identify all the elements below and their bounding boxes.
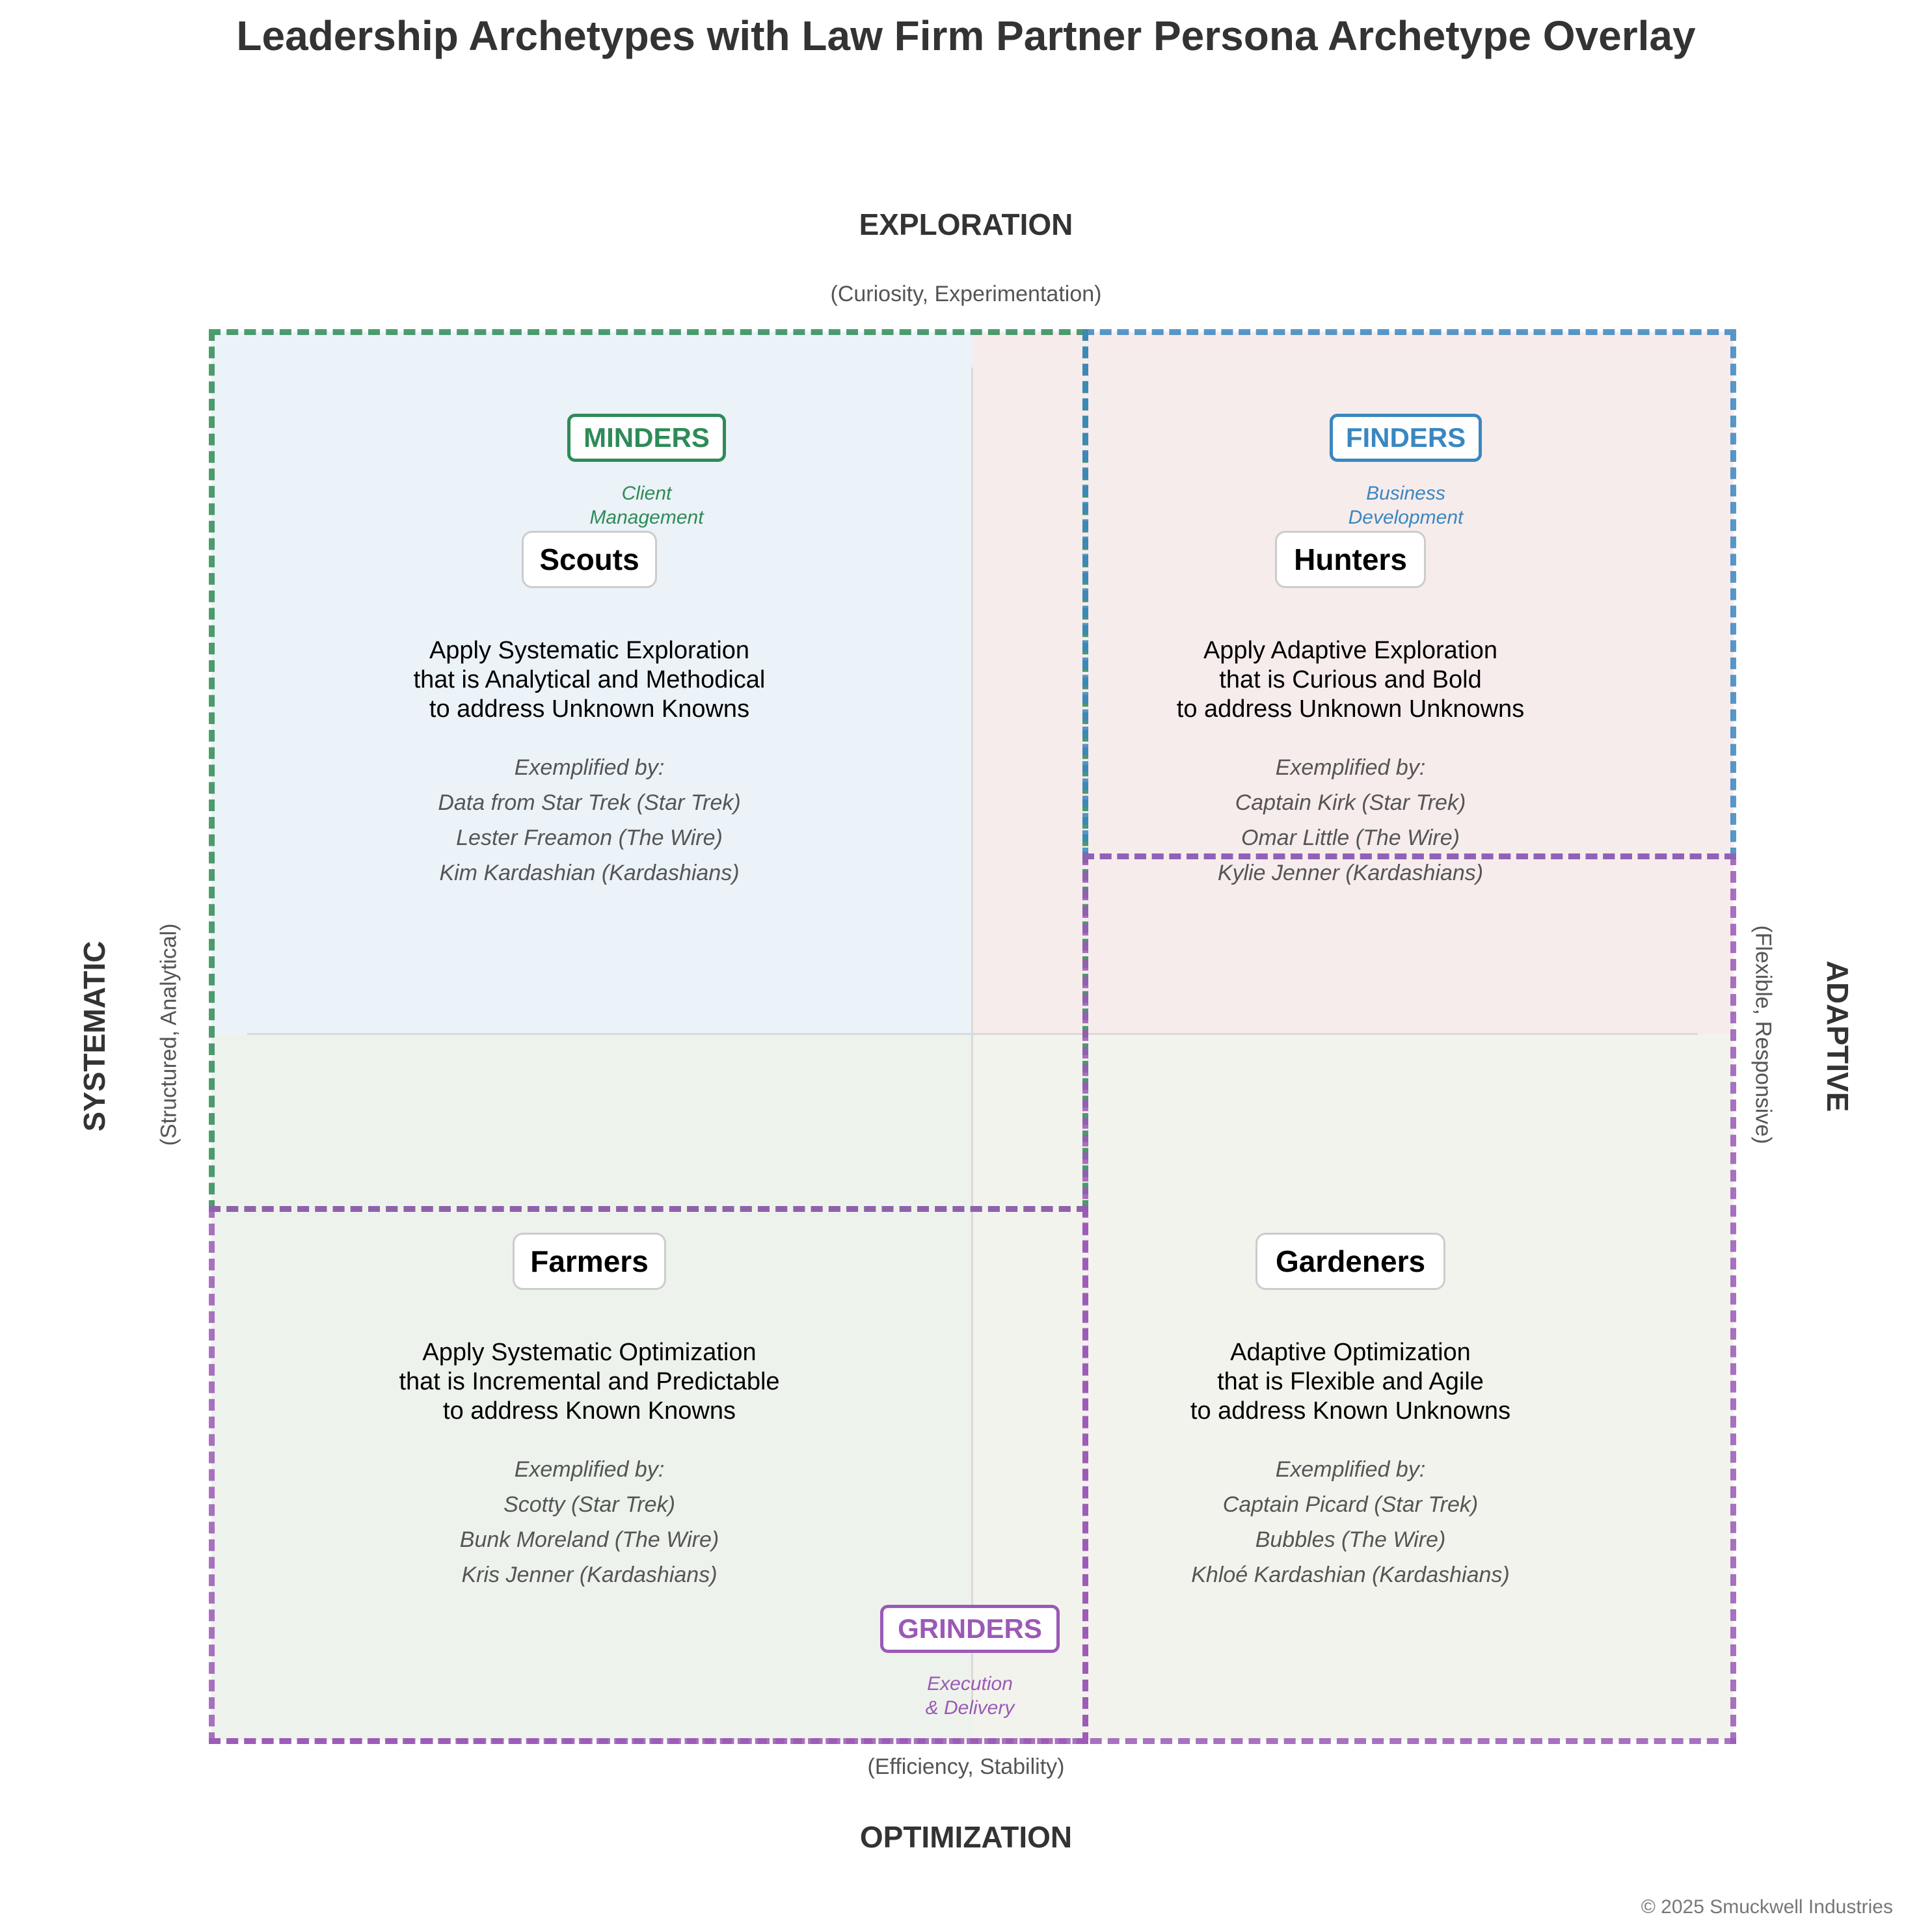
grinders-overlay-base bbox=[209, 1738, 1736, 1744]
axis-right-sub: (Flexible, Responsive) bbox=[1751, 925, 1776, 1144]
grinders-sub: Execution & Delivery bbox=[872, 1672, 1067, 1720]
horizontal-divider bbox=[247, 1033, 1698, 1035]
hunters-desc-line2: that is Curious and Bold bbox=[1219, 666, 1482, 693]
grinders-overlay-right bbox=[1082, 853, 1736, 1744]
farmers-examples-header: Exemplified by: bbox=[514, 1457, 665, 1482]
farmers-examples: Exemplified by: Scotty (Star Trek) Bunk … bbox=[329, 1452, 850, 1592]
gardeners-desc-line3: to address Known Unknowns bbox=[1190, 1397, 1511, 1425]
hunters-examples-header: Exemplified by: bbox=[1275, 755, 1426, 780]
scouts-desc-line1: Apply Systematic Exploration bbox=[429, 637, 750, 664]
page-title: Leadership Archetypes with Law Firm Part… bbox=[236, 12, 1696, 59]
copyright-notice: © 2025 Smuckwell Industries bbox=[1641, 1896, 1893, 1918]
scouts-examples: Exemplified by: Data from Star Trek (Sta… bbox=[329, 750, 850, 891]
grinders-badge: GRINDERS bbox=[880, 1605, 1060, 1653]
axis-top-label: EXPLORATION bbox=[859, 208, 1073, 241]
quadrant-farmers bbox=[211, 1034, 973, 1740]
gardeners-desc-line2: that is Flexible and Agile bbox=[1217, 1368, 1484, 1395]
hunters-example: Kylie Jenner (Kardashians) bbox=[1217, 861, 1484, 885]
scouts-example: Kim Kardashian (Kardashians) bbox=[439, 861, 740, 885]
hunters-desc-line1: Apply Adaptive Exploration bbox=[1203, 637, 1498, 664]
scouts-title: Scouts bbox=[522, 531, 657, 588]
hunters-description: Apply Adaptive Exploration that is Curio… bbox=[1090, 636, 1611, 724]
gardeners-examples-header: Exemplified by: bbox=[1275, 1457, 1426, 1482]
gardeners-example: Bubbles (The Wire) bbox=[1255, 1527, 1446, 1552]
finders-sub: Business Development bbox=[1308, 481, 1503, 530]
gardeners-examples: Exemplified by: Captain Picard (Star Tre… bbox=[1090, 1452, 1611, 1592]
grinders-sub-line1: Execution bbox=[927, 1673, 1013, 1695]
axis-right-label: ADAPTIVE bbox=[1821, 960, 1855, 1112]
axis-top-sub: (Curiosity, Experimentation) bbox=[830, 282, 1102, 306]
farmers-example: Scotty (Star Trek) bbox=[503, 1492, 675, 1517]
hunters-example: Omar Little (The Wire) bbox=[1241, 825, 1460, 850]
gardeners-desc-line1: Adaptive Optimization bbox=[1230, 1339, 1471, 1366]
farmers-desc-line1: Apply Systematic Optimization bbox=[422, 1339, 757, 1366]
quadrant-gardeners bbox=[973, 1034, 1734, 1740]
gardeners-example: Captain Picard (Star Trek) bbox=[1222, 1492, 1479, 1517]
axis-left-sub: (Structured, Analytical) bbox=[156, 923, 181, 1146]
farmers-example: Kris Jenner (Kardashians) bbox=[461, 1563, 718, 1587]
scouts-example: Lester Freamon (The Wire) bbox=[456, 825, 723, 850]
gardeners-example: Khloé Kardashian (Kardashians) bbox=[1191, 1563, 1510, 1587]
farmers-desc-line3: to address Known Knowns bbox=[443, 1397, 736, 1425]
grinders-sub-line2: & Delivery bbox=[925, 1697, 1015, 1719]
scouts-desc-line2: that is Analytical and Methodical bbox=[413, 666, 766, 693]
minders-badge: MINDERS bbox=[567, 414, 726, 462]
minders-sub-line2: Management bbox=[589, 507, 704, 528]
finders-sub-line1: Business bbox=[1366, 483, 1445, 504]
finders-sub-line2: Development bbox=[1348, 507, 1464, 528]
farmers-description: Apply Systematic Optimization that is In… bbox=[329, 1338, 850, 1426]
gardeners-description: Adaptive Optimization that is Flexible a… bbox=[1090, 1338, 1611, 1426]
minders-sub-line1: Client bbox=[621, 483, 672, 504]
scouts-examples-header: Exemplified by: bbox=[514, 755, 665, 780]
hunters-example: Captain Kirk (Star Trek) bbox=[1235, 790, 1466, 815]
scouts-description: Apply Systematic Exploration that is Ana… bbox=[329, 636, 850, 724]
gardeners-title: Gardeners bbox=[1255, 1233, 1445, 1290]
axis-left-label: SYSTEMATIC bbox=[77, 941, 111, 1132]
scouts-desc-line3: to address Unknown Knowns bbox=[429, 695, 750, 723]
hunters-examples: Exemplified by: Captain Kirk (Star Trek)… bbox=[1090, 750, 1611, 891]
hunters-desc-line3: to address Unknown Unknowns bbox=[1176, 695, 1525, 723]
axis-bottom-sub: (Efficiency, Stability) bbox=[867, 1754, 1065, 1779]
farmers-example: Bunk Moreland (The Wire) bbox=[459, 1527, 719, 1552]
axis-bottom-label: OPTIMIZATION bbox=[859, 1820, 1073, 1854]
farmers-desc-line2: that is Incremental and Predictable bbox=[399, 1368, 780, 1395]
minders-sub: Client Management bbox=[549, 481, 744, 530]
hunters-title: Hunters bbox=[1275, 531, 1426, 588]
scouts-example: Data from Star Trek (Star Trek) bbox=[438, 790, 741, 815]
finders-badge: FINDERS bbox=[1330, 414, 1482, 462]
farmers-title: Farmers bbox=[513, 1233, 666, 1290]
